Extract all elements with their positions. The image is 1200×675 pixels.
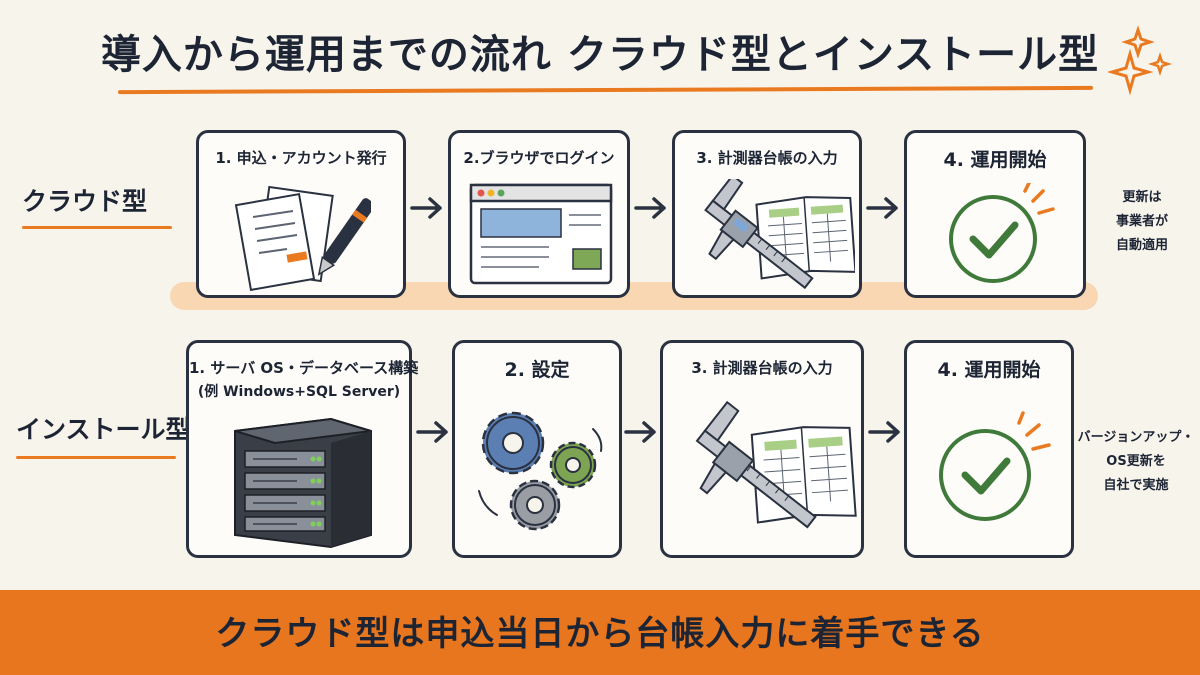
page-title: 導入から運用までの流れ クラウド型とインストール型	[100, 32, 1100, 78]
checkmark-circle-icon	[949, 183, 1055, 283]
caliper-ledger-icon	[695, 400, 857, 529]
arrow-right-icon	[866, 197, 898, 219]
row-label-install: インストール型	[16, 415, 191, 444]
summary-banner: クラウド型は申込当日から台帳入力に着手できる	[0, 590, 1200, 675]
note-line: 自動適用	[1115, 238, 1168, 253]
summary-banner-text: クラウド型は申込当日から台帳入力に着手できる	[215, 614, 985, 654]
step-card-install-4: 4. 運用開始	[904, 340, 1074, 558]
checkmark-circle-icon	[939, 411, 1051, 521]
step-subtitle: (例 Windows+SQL Server)	[197, 384, 401, 400]
arrow-right-icon	[624, 421, 656, 443]
title-underline	[117, 85, 1094, 95]
note-line: 更新は	[1122, 190, 1162, 205]
cloud-update-note: 更新は 事業者が 自動適用	[1094, 186, 1190, 258]
row-label-underline	[16, 456, 176, 459]
step-title: 4. 運用開始	[937, 359, 1041, 381]
browser-window-icon	[469, 183, 613, 285]
sparkle-icon	[1108, 25, 1172, 96]
step-card-install-3: 3. 計測器台帳の入力	[660, 340, 864, 558]
arrow-right-icon	[868, 421, 900, 443]
step-title: 3. 計測器台帳の入力	[691, 359, 833, 377]
step-card-install-2: 2. 設定	[452, 340, 622, 558]
note-line: OS更新を	[1106, 454, 1166, 469]
note-line: バージョンアップ・	[1077, 430, 1195, 445]
gears-icon	[478, 411, 603, 531]
step-title: 2. 設定	[504, 359, 570, 381]
caliper-ledger-icon	[704, 179, 855, 290]
document-pen-icon	[234, 185, 371, 291]
step-title: 1. 申込・アカウント発行	[215, 149, 387, 167]
note-line: 自社で実施	[1103, 478, 1169, 493]
arrow-right-icon	[410, 197, 442, 219]
row-label-underline	[22, 226, 172, 229]
row-label-cloud: クラウド型	[22, 187, 148, 216]
server-icon	[234, 417, 372, 549]
step-card-install-1: 1. サーバ OS・データベース構築 (例 Windows+SQL Server…	[186, 340, 419, 558]
install-update-note: バージョンアップ・ OS更新を 自社で実施	[1076, 426, 1196, 498]
step-card-cloud-1: 1. 申込・アカウント発行	[196, 130, 406, 298]
note-line: 事業者が	[1115, 214, 1168, 229]
arrow-right-icon	[416, 421, 448, 443]
step-title: 4. 運用開始	[943, 149, 1047, 171]
arrow-right-icon	[634, 197, 666, 219]
step-title: 1. サーバ OS・データベース構築	[189, 359, 419, 377]
step-card-cloud-4: 4. 運用開始	[904, 130, 1086, 298]
step-title: 2.ブラウザでログイン	[463, 149, 615, 167]
step-card-cloud-3: 3. 計測器台帳の入力	[672, 130, 862, 298]
step-card-cloud-2: 2.ブラウザでログイン	[448, 130, 630, 298]
step-title: 3. 計測器台帳の入力	[696, 149, 838, 167]
